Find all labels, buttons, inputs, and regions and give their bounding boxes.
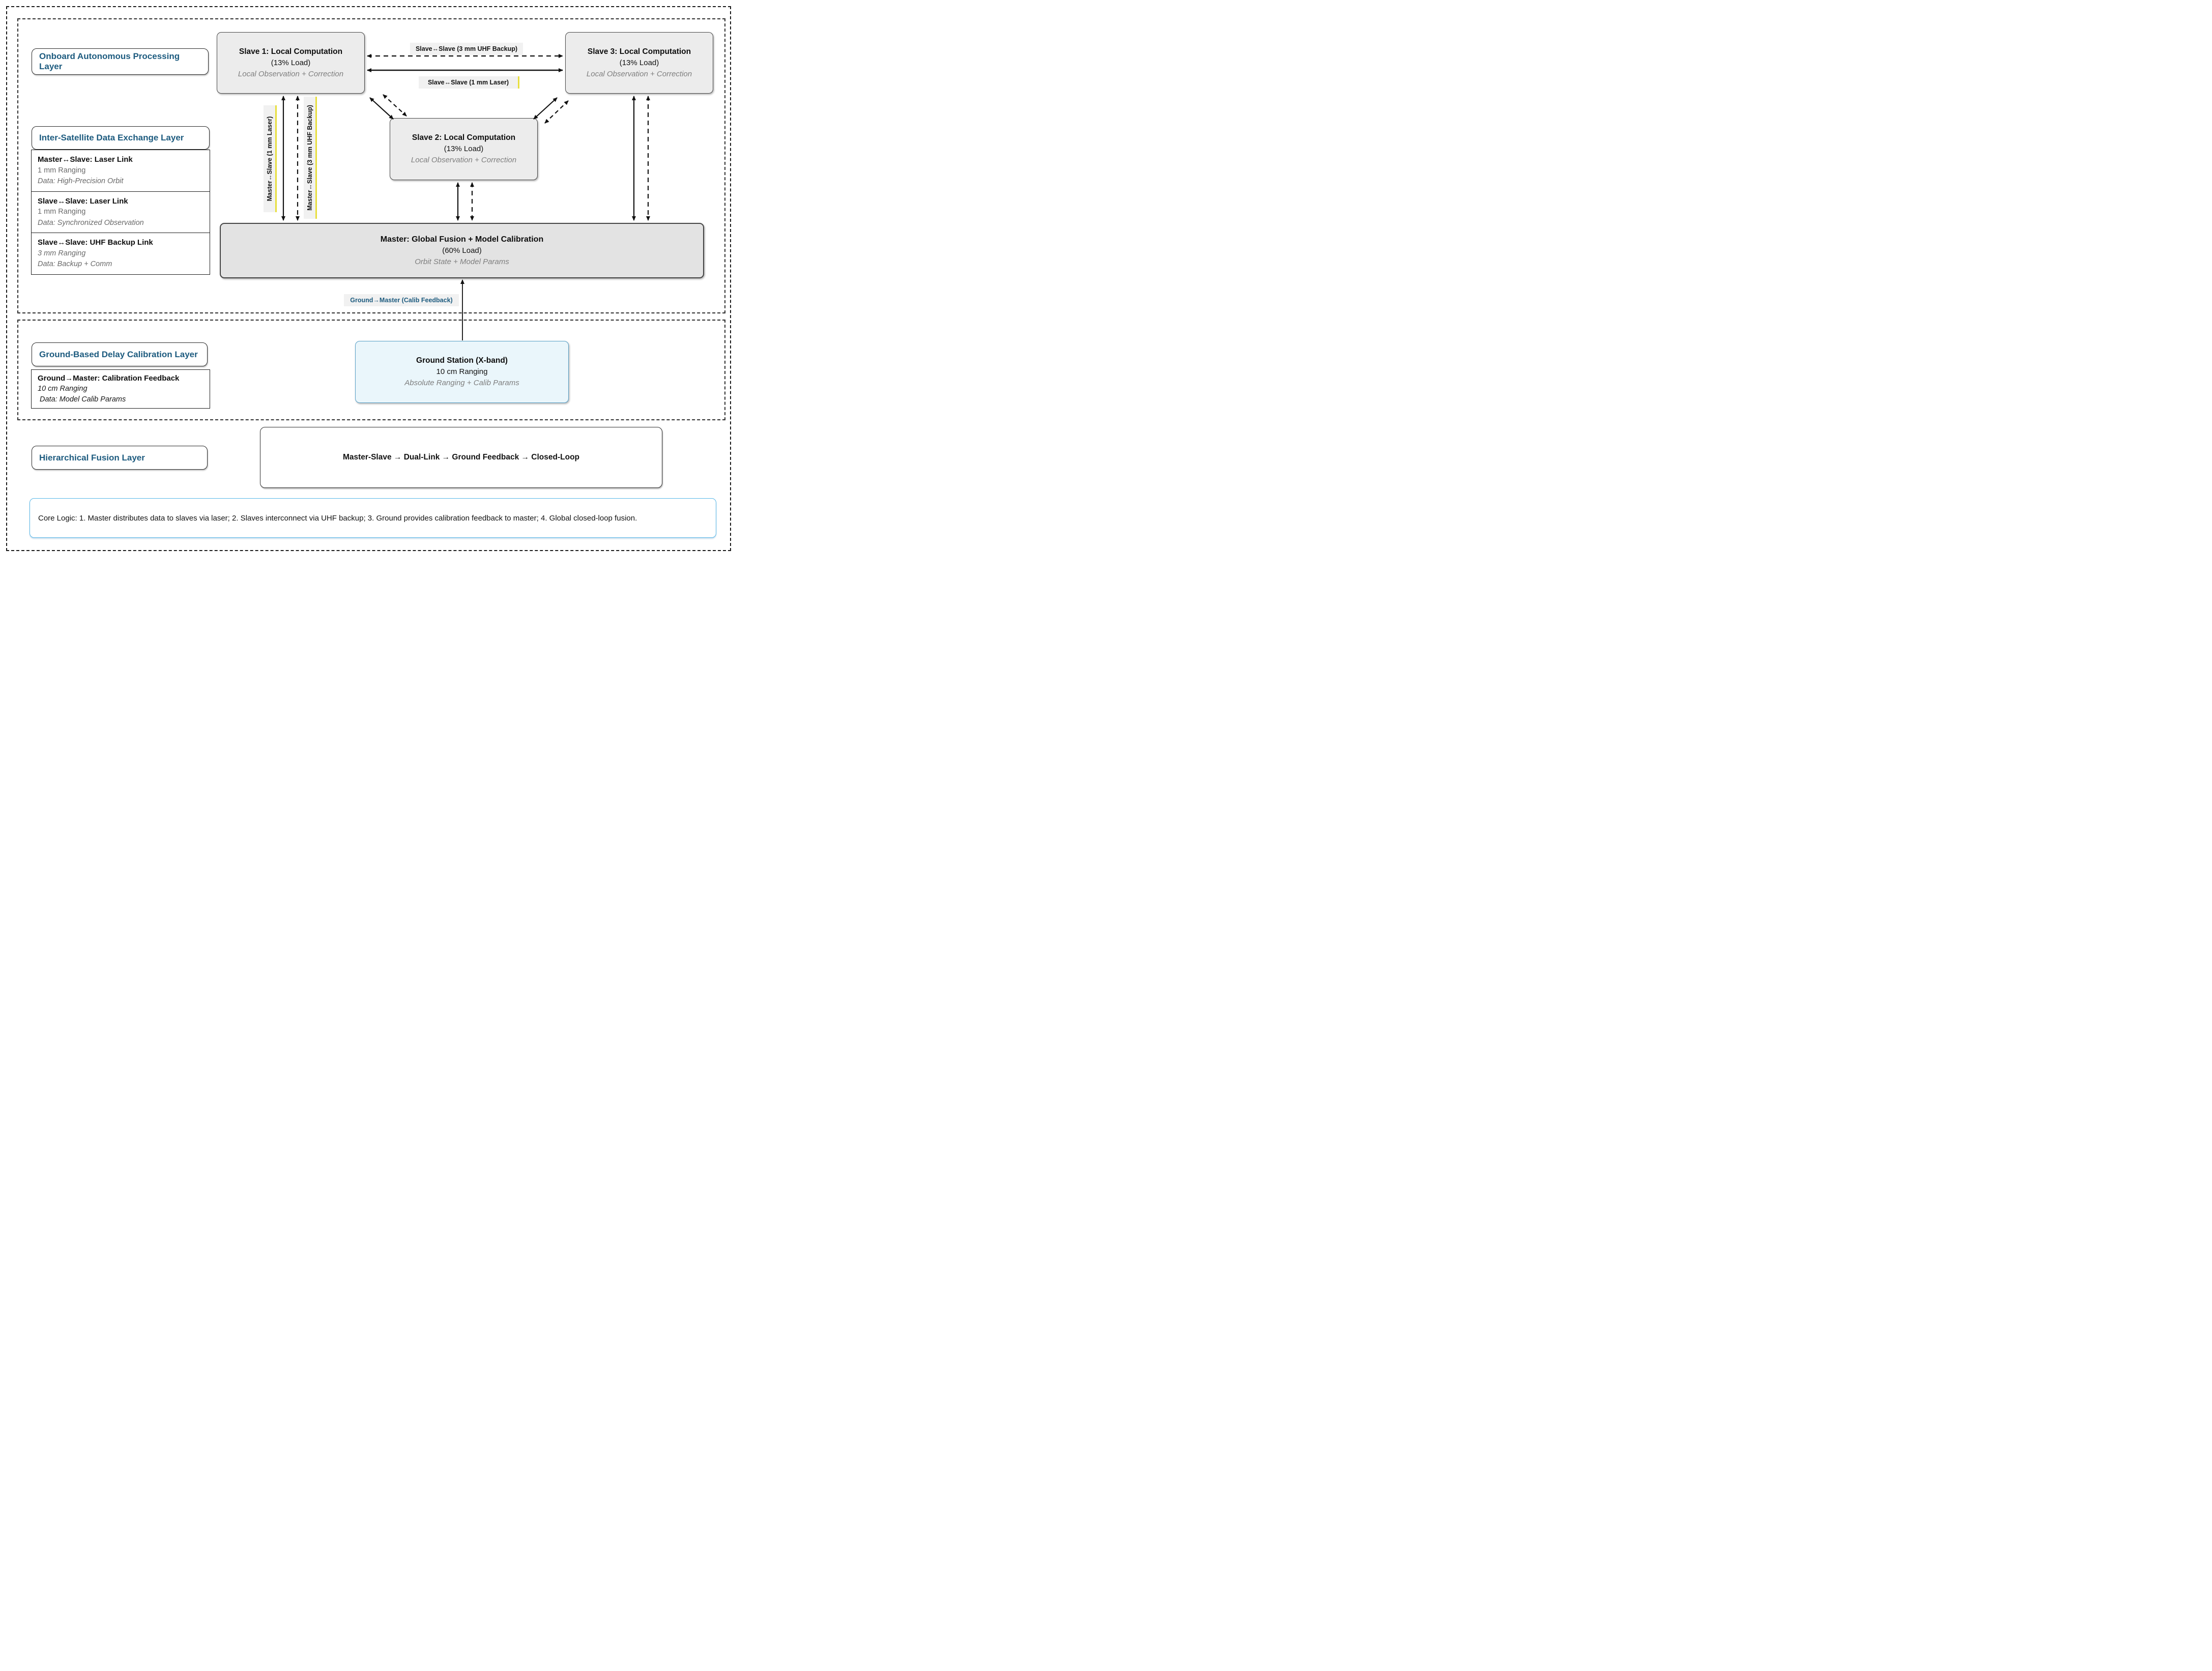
link-title: Ground→Master: Calibration Feedback	[38, 374, 180, 383]
node-master: Master: Global Fusion + Model Calibratio…	[220, 223, 704, 278]
label-text: Slave↔Slave (1 mm Laser)	[427, 79, 509, 86]
link-data: Data: High-Precision Orbit	[38, 177, 124, 185]
node-load: (13% Load)	[444, 145, 484, 153]
node-desc: Local Observation + Correction	[411, 156, 517, 164]
table-row-master-slave-laser: Master↔Slave: Laser Link 1 mm Ranging Da…	[32, 150, 210, 192]
link-ranging: 10 cm Ranging	[38, 385, 88, 393]
onboard-layer-title: Onboard Autonomous Processing Layer	[39, 51, 180, 71]
label-ground-master-feedback: Ground→Master (Calib Feedback)	[344, 294, 459, 306]
exchange-layer-title: Inter-Satellite Data Exchange Layer	[39, 133, 184, 142]
core-logic-text: Core Logic: 1. Master distributes data t…	[38, 513, 637, 523]
node-ground-station: Ground Station (X-band) 10 cm Ranging Ab…	[355, 341, 569, 403]
exchange-layer-heading: Inter-Satellite Data Exchange Layer	[32, 126, 210, 150]
link-ranging: 1 mm Ranging	[38, 208, 86, 216]
core-logic-box: Core Logic: 1. Master distributes data t…	[30, 498, 716, 538]
link-data: Data: Model Calib Params	[40, 395, 126, 404]
link-title: Slave↔Slave: Laser Link	[38, 196, 128, 206]
node-slave2: Slave 2: Local Computation (13% Load) Lo…	[390, 118, 538, 180]
label-slave-slave-laser: Slave↔Slave (1 mm Laser)	[419, 76, 519, 89]
link-ranging: 1 mm Ranging	[38, 166, 86, 175]
fusion-layer-title: Hierarchical Fusion Layer	[39, 452, 145, 463]
fusion-flow-box: Master-Slave → Dual-Link → Ground Feedba…	[260, 427, 662, 488]
label-text: Master↔Slave (1 mm Laser)	[266, 116, 273, 201]
link-title: Master↔Slave: Laser Link	[38, 155, 133, 164]
node-title: Master: Global Fusion + Model Calibratio…	[380, 235, 544, 244]
node-load: (60% Load)	[442, 246, 482, 255]
link-title: Slave↔Slave: UHF Backup Link	[38, 238, 153, 247]
label-text: Master↔Slave (3 mm UHF Backup)	[306, 105, 313, 211]
node-title: Slave 1: Local Computation	[239, 47, 343, 56]
label-master-slave-uhf: Master↔Slave (3 mm UHF Backup)	[304, 97, 317, 219]
label-text: Slave↔Slave (3 mm UHF Backup)	[415, 45, 518, 52]
node-desc: Local Observation + Correction	[586, 69, 692, 78]
node-title: Ground Station (X-band)	[416, 356, 508, 365]
ground-layer-title: Ground-Based Delay Calibration Layer	[39, 349, 198, 359]
ground-layer-container	[17, 320, 725, 420]
ground-layer-heading: Ground-Based Delay Calibration Layer	[32, 342, 208, 366]
link-ranging: 3 mm Ranging	[38, 249, 86, 257]
node-desc: Absolute Ranging + Calib Params	[404, 379, 519, 387]
label-slave-slave-uhf: Slave↔Slave (3 mm UHF Backup)	[410, 43, 523, 55]
ground-feedback-table: Ground→Master: Calibration Feedback 10 c…	[31, 369, 210, 409]
fusion-flow-text: Master-Slave → Dual-Link → Ground Feedba…	[342, 453, 580, 462]
node-load: (13% Load)	[619, 58, 659, 67]
table-row-slave-slave-uhf: Slave↔Slave: UHF Backup Link 3 mm Rangin…	[32, 233, 210, 274]
node-slave1: Slave 1: Local Computation (13% Load) Lo…	[217, 32, 365, 94]
link-data: Data: Backup + Comm	[38, 260, 112, 268]
node-desc: Local Observation + Correction	[238, 69, 344, 78]
exchange-links-table: Master↔Slave: Laser Link 1 mm Ranging Da…	[31, 150, 210, 275]
table-row-slave-slave-laser: Slave↔Slave: Laser Link 1 mm Ranging Dat…	[32, 192, 210, 233]
node-load: (13% Load)	[271, 58, 311, 67]
node-desc: Orbit State + Model Params	[415, 257, 509, 266]
onboard-layer-heading: Onboard Autonomous Processing Layer	[32, 48, 209, 75]
node-title: Slave 2: Local Computation	[412, 133, 516, 142]
outer-dashed-frame	[6, 6, 731, 551]
diagram-canvas: Onboard Autonomous Processing Layer Inte…	[0, 0, 737, 557]
fusion-layer-heading: Hierarchical Fusion Layer	[32, 446, 208, 470]
link-data: Data: Synchronized Observation	[38, 218, 144, 227]
label-master-slave-laser: Master↔Slave (1 mm Laser)	[264, 105, 277, 212]
node-ranging: 10 cm Ranging	[436, 367, 488, 376]
label-text: Ground→Master (Calib Feedback)	[350, 297, 453, 304]
onboard-exchange-container	[17, 18, 725, 313]
table-row-ground-master: Ground→Master: Calibration Feedback 10 c…	[32, 370, 210, 408]
node-slave3: Slave 3: Local Computation (13% Load) Lo…	[565, 32, 713, 94]
node-title: Slave 3: Local Computation	[587, 47, 691, 56]
